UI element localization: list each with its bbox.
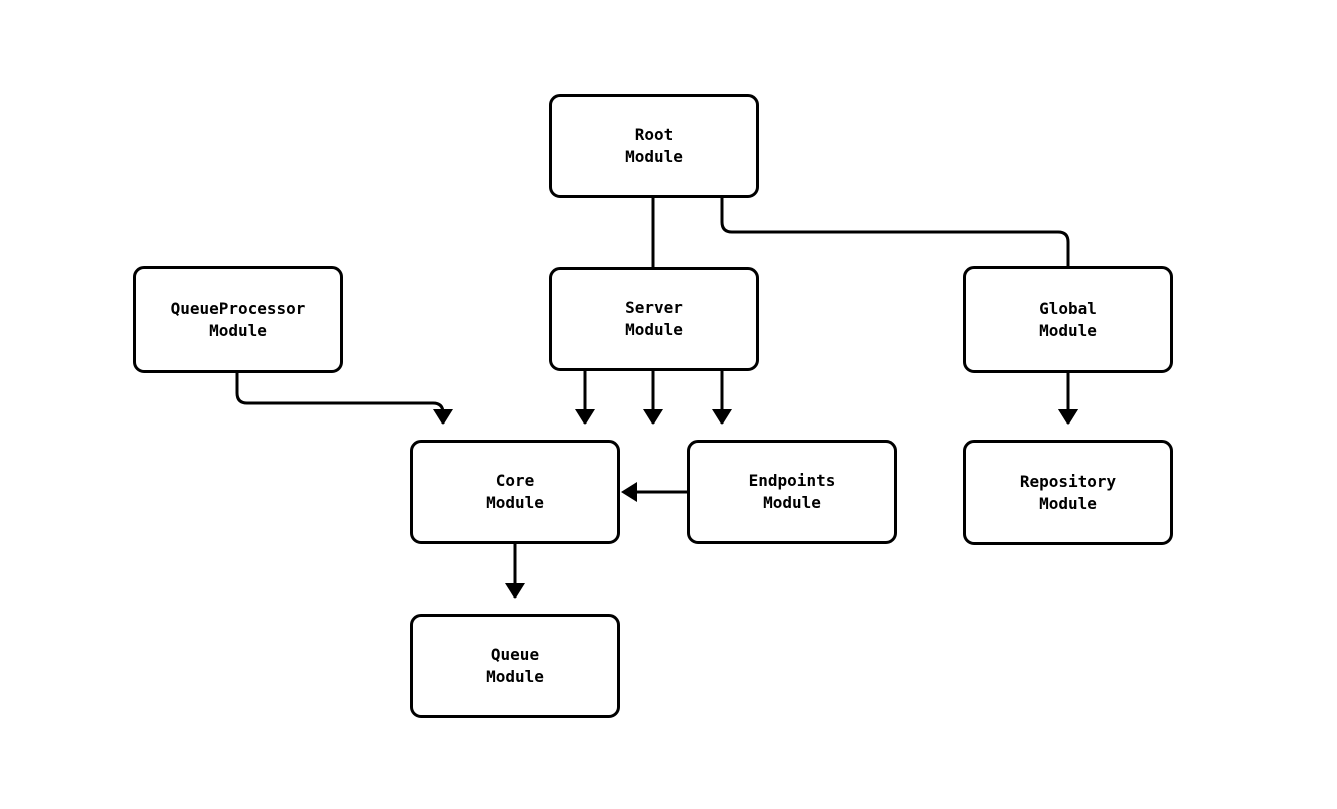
node-label-line1: Global xyxy=(1039,298,1097,318)
node-label-line1: QueueProcessor xyxy=(170,298,306,318)
node-label-line2: Module xyxy=(1039,493,1097,513)
node-repository-module[interactable]: Repository Module xyxy=(963,440,1173,545)
node-global-module[interactable]: Global Module xyxy=(963,266,1173,373)
node-label-line2: Module xyxy=(625,320,683,339)
node-label-line2: Module xyxy=(625,147,683,166)
node-label-line2: Module xyxy=(209,320,267,340)
node-core-module[interactable]: Core Module xyxy=(410,440,620,544)
node-endpoints-module[interactable]: Endpoints Module xyxy=(687,440,897,544)
node-queueprocessor-module[interactable]: QueueProcessor Module xyxy=(133,266,343,373)
node-label-line1: Repository xyxy=(1019,471,1117,491)
edge-queueprocessor-core xyxy=(235,373,453,425)
node-label-line1: Endpoints xyxy=(748,471,836,490)
node-label-line2: Module xyxy=(763,493,821,512)
node-queue-module[interactable]: Queue Module xyxy=(410,614,620,718)
edge-root-global xyxy=(720,198,1078,425)
node-label-line2: Module xyxy=(1039,320,1097,340)
node-root-module[interactable]: Root Module xyxy=(549,94,759,198)
node-server-module[interactable]: Server Module xyxy=(549,267,759,371)
node-label-line1: Root xyxy=(634,125,674,144)
node-label-line1: Core xyxy=(495,471,535,490)
node-label-line2: Module xyxy=(486,493,544,512)
node-label-line2: Module xyxy=(486,667,544,686)
node-label-line1: Queue xyxy=(490,645,540,664)
node-label-line1: Server xyxy=(625,298,683,317)
